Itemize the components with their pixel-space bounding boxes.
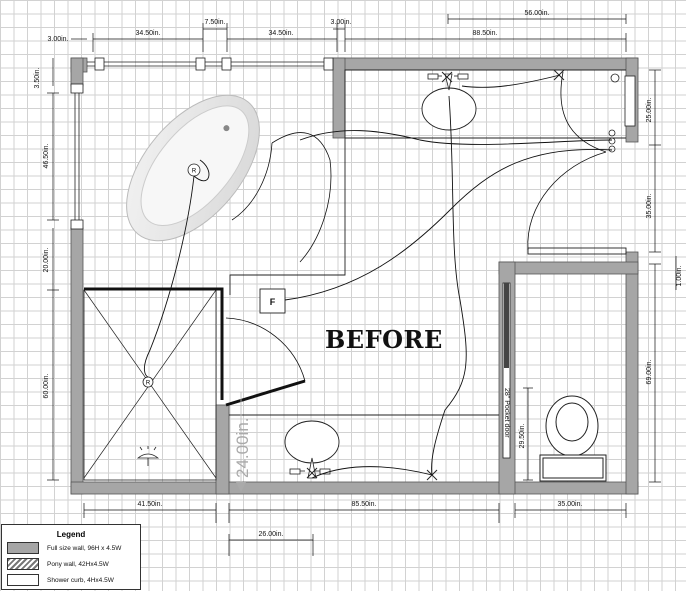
dim-toilet-depth: 29.50in. [519,423,526,448]
svg-text:R: R [192,169,197,175]
shower-curb-swatch-icon [7,574,39,586]
dim-bottom-sink: 26.00in. [259,531,284,538]
bathtub: R [126,94,260,242]
wall-right-lower [625,251,639,495]
legend-item-full-wall: Full size wall, 96H x 4.5W [7,541,140,555]
dim-top-window-gap: 7.50in. [204,19,225,26]
dim-right-upper: 25.00in. [646,97,653,122]
entry-door [527,71,616,251]
pocket-door-label: 28" Pocket door [503,388,510,438]
dimension-lines [47,14,677,556]
full-wall-swatch-icon [7,542,39,554]
dim-top-vanity: 88.50in. [473,30,498,37]
dim-top-window-seg1: 34.50in. [136,30,161,37]
wall-left-upper [70,57,84,87]
vanity-top [421,69,636,131]
toilet-icon [539,395,607,482]
dim-top-window-seg2: 34.50in. [269,30,294,37]
dim-right-small: 1.00in. [676,265,683,286]
dim-top-window-left: 3.00in. [47,36,68,43]
mirror-cabinet [624,75,636,127]
big-dim-label: 24.00in. [233,418,252,479]
light-icon [610,73,620,83]
legend-label: Shower curb, 4Hx4.5W [47,576,114,584]
dim-top-window-right: 3.00in. [330,19,351,26]
routing-lines [143,74,613,479]
floor-drain [259,288,286,314]
dim-right-mid: 35.00in. [646,193,653,218]
legend-item-pony-wall: Pony wall, 42Hx4.5W [7,557,140,571]
dim-left-window: 46.50in. [43,143,50,168]
faucet-top-icon [427,73,469,91]
tub-door-swing [231,132,332,263]
shower-stall: R [83,287,224,481]
svg-text:R: R [146,381,151,387]
partitions [229,69,627,416]
legend-item-shower-curb: Shower curb, 4Hx4.5W [7,573,140,587]
dim-left-top-offset: 3.50in. [34,67,41,88]
dim-right-lower: 69.00in. [646,359,653,384]
pony-wall-shower [215,404,230,495]
dim-bottom-vanity: 85.50in. [352,501,377,508]
dim-bottom-shower: 41.50in. [138,501,163,508]
wall-left-lower [70,227,84,495]
sink-top-icon [421,87,477,131]
plan-title: BEFORE [325,325,443,354]
vanity-bottom [284,420,438,481]
floor-drain-label: F [270,297,276,307]
wall-vanity-left [332,57,346,139]
dim-top-upper: 56.00in. [525,10,550,17]
dimension-labels: 56.00in. 3.00in. 34.50in. 7.50in. 34.50i… [34,10,683,538]
height-marker: 24.00in. [233,392,252,492]
shower-head-icon [136,446,160,466]
legend-title: Legend [56,530,86,539]
pony-wall-swatch-icon [7,558,39,570]
sink-bottom-icon [284,420,340,464]
shower-door [225,317,306,407]
toilet-room [502,282,607,482]
wall-top-right [332,57,639,71]
legend-label: Pony wall, 42Hx4.5W [47,560,109,568]
wall-bottom [70,481,639,495]
wall-closet-top [498,261,639,275]
dim-left-mid: 20.00in. [43,247,50,272]
legend: Legend Full size wall, 96H x 4.5W Pony w… [1,524,141,590]
legend-label: Full size wall, 96H x 4.5W [47,544,122,552]
windows-top [87,57,334,71]
dim-left-shower: 60.00in. [43,373,50,398]
window-left [70,83,84,230]
dim-bottom-toilet: 35.00in. [558,501,583,508]
